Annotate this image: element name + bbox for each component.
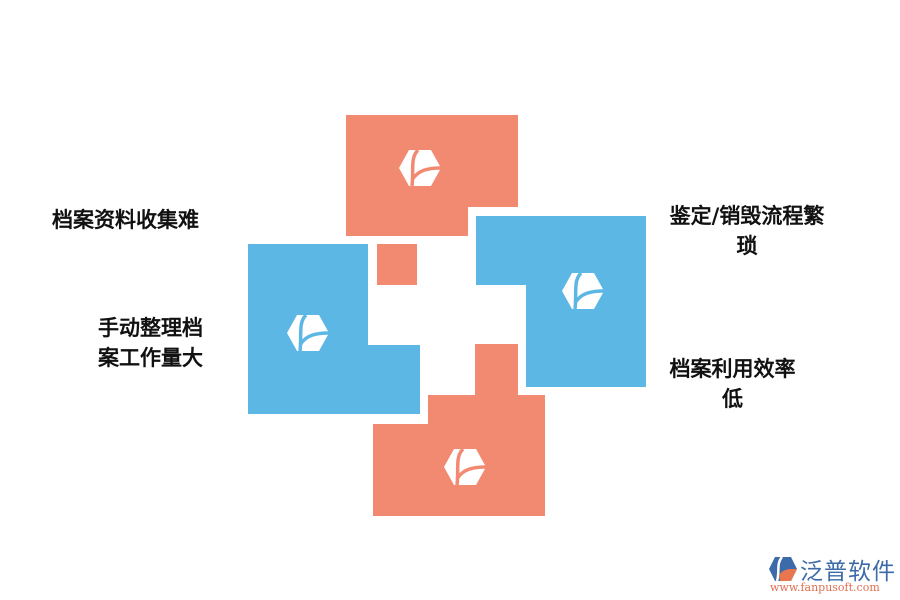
label-line: 手动整理档 — [98, 316, 203, 340]
fanpu-logo-icon — [768, 556, 798, 582]
label-text: 档案资料收集难 — [52, 208, 199, 232]
label-low-utilization: 档案利用效率 低 — [650, 354, 815, 414]
brand-hexagon-icon — [286, 313, 330, 353]
label-manual-workload: 手动整理档 案工作量大 — [98, 313, 228, 373]
label-line: 案工作量大 — [98, 346, 203, 370]
label-appraisal-destruction: 鉴定/销毁流程繁 琐 — [652, 201, 842, 261]
label-line: 低 — [722, 387, 743, 411]
watermark: 泛普软件 www.fanpusoft.com — [768, 552, 898, 596]
label-line: 鉴定/销毁流程繁 — [669, 204, 825, 228]
label-collection-difficulty: 档案资料收集难 — [52, 205, 227, 235]
watermark-url: www.fanpusoft.com — [770, 581, 880, 594]
brand-hexagon-icon — [561, 271, 605, 311]
brand-hexagon-icon — [443, 447, 487, 487]
puzzle-piece-small-square — [377, 244, 417, 285]
brand-hexagon-icon — [398, 148, 442, 188]
watermark-brand: 泛普软件 — [800, 559, 896, 585]
label-line: 琐 — [736, 234, 758, 258]
label-line: 档案利用效率 — [669, 357, 796, 381]
